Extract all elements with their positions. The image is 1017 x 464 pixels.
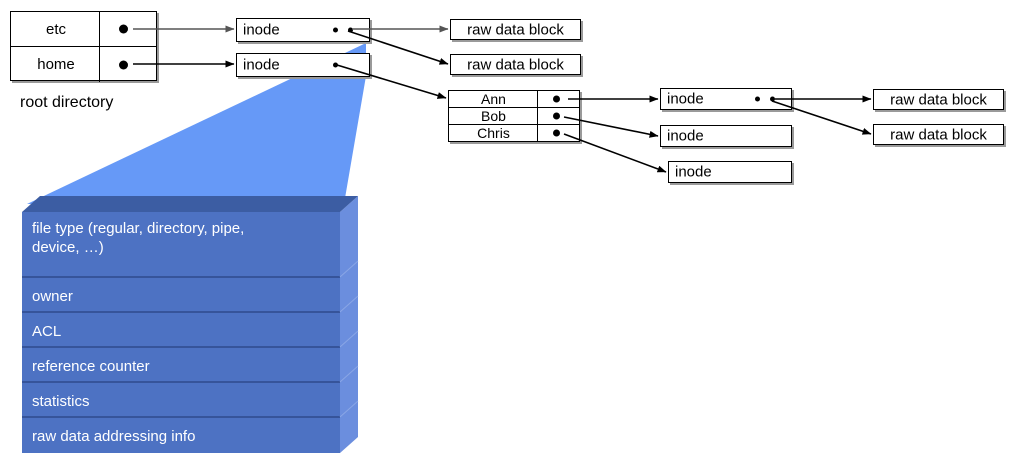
raw-data-block-label: raw data block [467, 21, 564, 38]
inode-label: inode [243, 21, 280, 39]
stack-top-face [22, 196, 358, 212]
inode-label: inode [667, 90, 704, 108]
inode-pointer-dot-icon [333, 62, 338, 68]
inode-field-raw-data-addressing: raw data addressing info [32, 428, 196, 445]
home-entry-name-chris: Chris [477, 125, 510, 141]
home-entry-name-ann: Ann [481, 91, 506, 107]
inode-box-home[interactable]: inode [236, 53, 370, 77]
root-entry-pointer-etc[interactable] [99, 12, 156, 46]
root-entry-pointer-home[interactable] [99, 47, 156, 82]
inode-box-chris[interactable]: inode [668, 161, 792, 183]
inode-pointer-dot-icon [333, 27, 338, 33]
pointer-dot-icon [119, 60, 128, 69]
raw-data-block-label: raw data block [890, 126, 987, 143]
inode-field-owner: owner [32, 288, 73, 305]
inode-box-ann[interactable]: inode [660, 88, 792, 110]
table-row[interactable]: Bob [449, 108, 579, 125]
raw-data-block-4[interactable]: raw data block [873, 124, 1004, 145]
pointer-dot-icon [553, 112, 560, 120]
table-row[interactable]: etc [11, 12, 156, 47]
inode-pointer-dot-icon [348, 27, 353, 33]
inode-label: inode [243, 56, 280, 74]
home-entry-pointer-bob[interactable] [537, 108, 579, 124]
inode-pointer-dot-icon [755, 96, 760, 102]
table-row[interactable]: home [11, 47, 156, 82]
raw-data-block-label: raw data block [890, 91, 987, 108]
stack-side-face [340, 196, 358, 453]
inode-pointer-dot-icon [770, 96, 775, 102]
home-entry-pointer-ann[interactable] [537, 91, 579, 107]
root-directory-caption: root directory [20, 94, 114, 111]
inode-label: inode [675, 163, 712, 181]
raw-data-block-label: raw data block [467, 56, 564, 73]
pointer-dot-icon [119, 24, 128, 34]
pointer-dot-icon [553, 95, 560, 103]
inode-field-statistics: statistics [32, 393, 90, 410]
root-directory-table[interactable]: etc home [10, 11, 157, 82]
inode-box-etc[interactable]: inode [236, 18, 370, 42]
table-row[interactable]: Chris [449, 125, 579, 141]
pointer-dot-icon [553, 129, 560, 137]
table-row[interactable]: Ann [449, 91, 579, 108]
raw-data-block-2[interactable]: raw data block [450, 54, 581, 75]
home-directory-table[interactable]: Ann Bob Chris [448, 90, 580, 142]
inode-label: inode [667, 127, 704, 145]
inode-field-file-type: file type (regular, directory, pipe, dev… [32, 220, 245, 256]
stack-side-dividers [339, 260, 359, 418]
inode-field-acl: ACL [32, 323, 62, 340]
stack-dividers [22, 276, 340, 418]
stack-front-face [22, 212, 340, 453]
inode-field-reference-counter: reference counter [32, 358, 150, 375]
home-entry-name-bob: Bob [481, 108, 506, 124]
home-entry-pointer-chris[interactable] [537, 125, 579, 141]
root-entry-name-etc: etc [45, 20, 66, 38]
root-entry-name-home: home [37, 56, 75, 73]
callout-funnel [27, 43, 366, 204]
raw-data-block-3[interactable]: raw data block [873, 89, 1004, 110]
raw-data-block-1[interactable]: raw data block [450, 19, 581, 40]
inode-box-bob[interactable]: inode [660, 125, 792, 147]
